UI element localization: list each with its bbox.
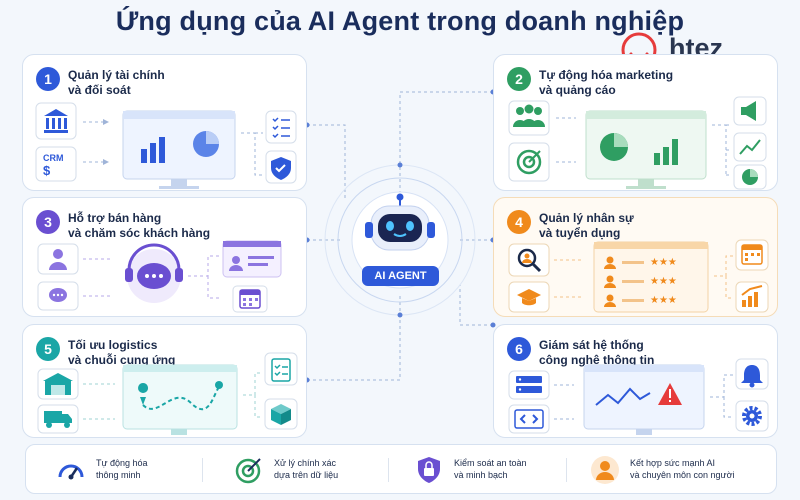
panel-title: Quản lý tài chính và đối soát xyxy=(68,68,165,97)
svg-text:★★★: ★★★ xyxy=(650,295,677,306)
bell-icon xyxy=(741,365,763,383)
search-candidate-icon xyxy=(517,248,542,273)
panel-sales-support: 3 Hỗ trợ bán hàng và chăm sóc khách hàng xyxy=(22,197,307,317)
code-icon xyxy=(514,409,544,429)
panel-number: 4 xyxy=(507,210,531,234)
finance-illustration xyxy=(35,102,297,189)
panel-it-monitoring: 6 Giám sát hệ thống công nghệ thông tin xyxy=(493,324,778,438)
clipboard-check-icon xyxy=(271,358,291,382)
server-icon xyxy=(516,376,542,393)
panel-title: Hỗ trợ bán hàng và chăm sóc khách hàng xyxy=(68,211,211,240)
panel-title: Tự động hóa marketing và quảng cáo xyxy=(539,68,674,97)
feature-human-ai: Kết hợp sức mạnh AI và chuyên môn con ng… xyxy=(590,445,770,495)
profile-card-icon xyxy=(229,256,274,271)
monitor-analytics-icon xyxy=(585,110,707,189)
svg-text:★★★: ★★★ xyxy=(650,257,677,268)
feature-data-accuracy: Xử lý chính xác dựa trên dữ liệu xyxy=(234,445,384,495)
it-illustration xyxy=(508,358,769,435)
ai-agent-label: AI AGENT xyxy=(362,266,439,286)
panel-marketing: 2 Tự động hóa marketing và quảng cáo xyxy=(493,54,778,191)
trend-up-icon xyxy=(739,139,761,155)
calendar-icon xyxy=(741,244,763,265)
bank-icon xyxy=(44,109,68,133)
route-map-monitor-icon xyxy=(122,364,238,435)
crm-label: CRM xyxy=(43,153,64,163)
feature-automation: Tự động hóa thông minh xyxy=(56,445,206,495)
growth-chart-icon xyxy=(742,292,758,307)
panel-number: 2 xyxy=(507,67,531,91)
feature-bar: Tự động hóa thông minh Xử lý chính xác d… xyxy=(25,444,777,494)
checklist-icon xyxy=(272,117,290,139)
hr-illustration: ★★★ ★★★ ★★★ xyxy=(508,239,769,313)
team-icon xyxy=(513,104,545,127)
panel-hr: 4 Quản lý nhân sự và tuyển dụng xyxy=(493,197,778,317)
ai-agent-robot xyxy=(351,191,449,289)
person-icon xyxy=(591,456,619,484)
monitoring-dashboard-icon xyxy=(583,364,705,435)
panel-logistics: 5 Tối ưu logistics và chuỗi cung ứng xyxy=(22,324,307,438)
warehouse-icon xyxy=(43,373,73,395)
panel-finance: 1 Quản lý tài chính và đối soát xyxy=(22,54,307,191)
feature-security: Kiểm soát an toàn và minh bạch xyxy=(414,445,564,495)
svg-text:★★★: ★★★ xyxy=(650,276,677,287)
megaphone-icon xyxy=(741,101,756,121)
lock-shield-icon xyxy=(418,457,440,483)
panel-number: 1 xyxy=(36,67,60,91)
monitor-dashboard-icon xyxy=(122,110,236,189)
chat-small-icon xyxy=(49,288,67,302)
graduation-cap-icon xyxy=(517,289,541,306)
marketing-illustration xyxy=(508,96,767,190)
target-icon xyxy=(516,149,542,175)
panel-number: 6 xyxy=(507,337,531,361)
gauge-icon xyxy=(58,464,84,480)
calendar-icon xyxy=(239,289,261,309)
target-icon xyxy=(235,458,261,484)
gear-icon xyxy=(742,406,762,426)
customer-icon xyxy=(49,249,67,270)
candidate-ranking-board: ★★★ ★★★ ★★★ xyxy=(593,241,709,313)
sales-illustration xyxy=(37,240,282,313)
package-icon xyxy=(271,404,291,425)
panel-number: 5 xyxy=(36,337,60,361)
dollar-sign-icon: $ xyxy=(43,163,51,178)
logistics-illustration xyxy=(37,352,298,435)
page-title: Ứng dụng của AI Agent trong doanh nghiệp xyxy=(115,6,685,36)
support-chat-icon xyxy=(125,243,183,303)
panel-number: 3 xyxy=(36,210,60,234)
panel-title: Quản lý nhân sự và tuyển dụng xyxy=(539,211,634,240)
truck-icon xyxy=(44,411,72,428)
panel-title: Giám sát hệ thống công nghệ thông tin xyxy=(539,338,655,367)
panel-title: Tối ưu logistics và chuỗi cung ứng xyxy=(68,338,176,367)
